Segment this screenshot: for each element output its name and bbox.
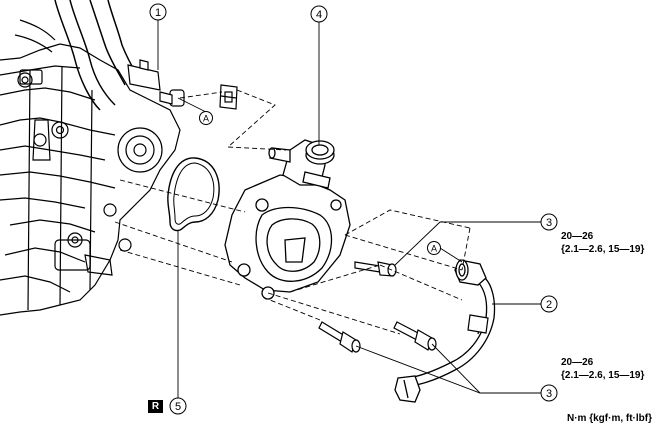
svg-text:3: 3	[546, 217, 552, 229]
bolt-lower	[393, 321, 437, 351]
electrical-connector-clip	[219, 84, 238, 110]
svg-text:A: A	[431, 244, 437, 254]
svg-text:A: A	[203, 114, 209, 124]
pipe-fitting-top	[454, 259, 487, 286]
callout-3-upper: 3	[540, 213, 558, 231]
callout-2: 2	[540, 295, 558, 313]
torque-spec-upper-range: 20—26	[561, 231, 594, 242]
reference-mark-a-left: A	[199, 111, 213, 125]
engine-block	[0, 0, 181, 316]
replace-badge: R	[148, 400, 163, 413]
assembly-guide-lines	[114, 89, 471, 335]
svg-text:4: 4	[316, 9, 322, 21]
torque-spec-upper-alt: {2.1—2.6, 15—19}	[561, 244, 645, 255]
svg-text:3: 3	[546, 388, 552, 400]
thermostat-housing	[224, 139, 351, 300]
gasket-o-ring-inner	[173, 162, 215, 225]
callout-1: 1	[149, 3, 167, 21]
reference-mark-a-right: A	[427, 241, 441, 255]
units-note: N·m {kgf·m, ft·lbf}	[567, 413, 652, 424]
callout-4: 4	[310, 5, 328, 23]
gasket-o-ring	[167, 157, 220, 232]
pipe-clamp	[467, 314, 489, 334]
callout-5: 5	[169, 397, 187, 415]
torque-spec-lower-alt: {2.1—2.6, 15—19}	[561, 370, 645, 381]
torque-spec-lower: 20—26 {2.1—2.6, 15—19}	[561, 356, 644, 382]
svg-text:2: 2	[546, 299, 552, 311]
torque-spec-lower-range: 20—26	[561, 357, 594, 368]
torque-spec-upper: 20—26 {2.1—2.6, 15—19}	[561, 230, 644, 256]
bolt-middle	[318, 321, 361, 353]
hose-connector	[127, 59, 185, 107]
bolt-upper	[354, 261, 397, 277]
svg-text:1: 1	[155, 7, 161, 19]
callout-3-lower: 3	[540, 384, 558, 402]
pipe-fitting-bottom	[394, 375, 421, 403]
svg-text:5: 5	[175, 401, 181, 413]
leader-lines	[157, 20, 541, 405]
